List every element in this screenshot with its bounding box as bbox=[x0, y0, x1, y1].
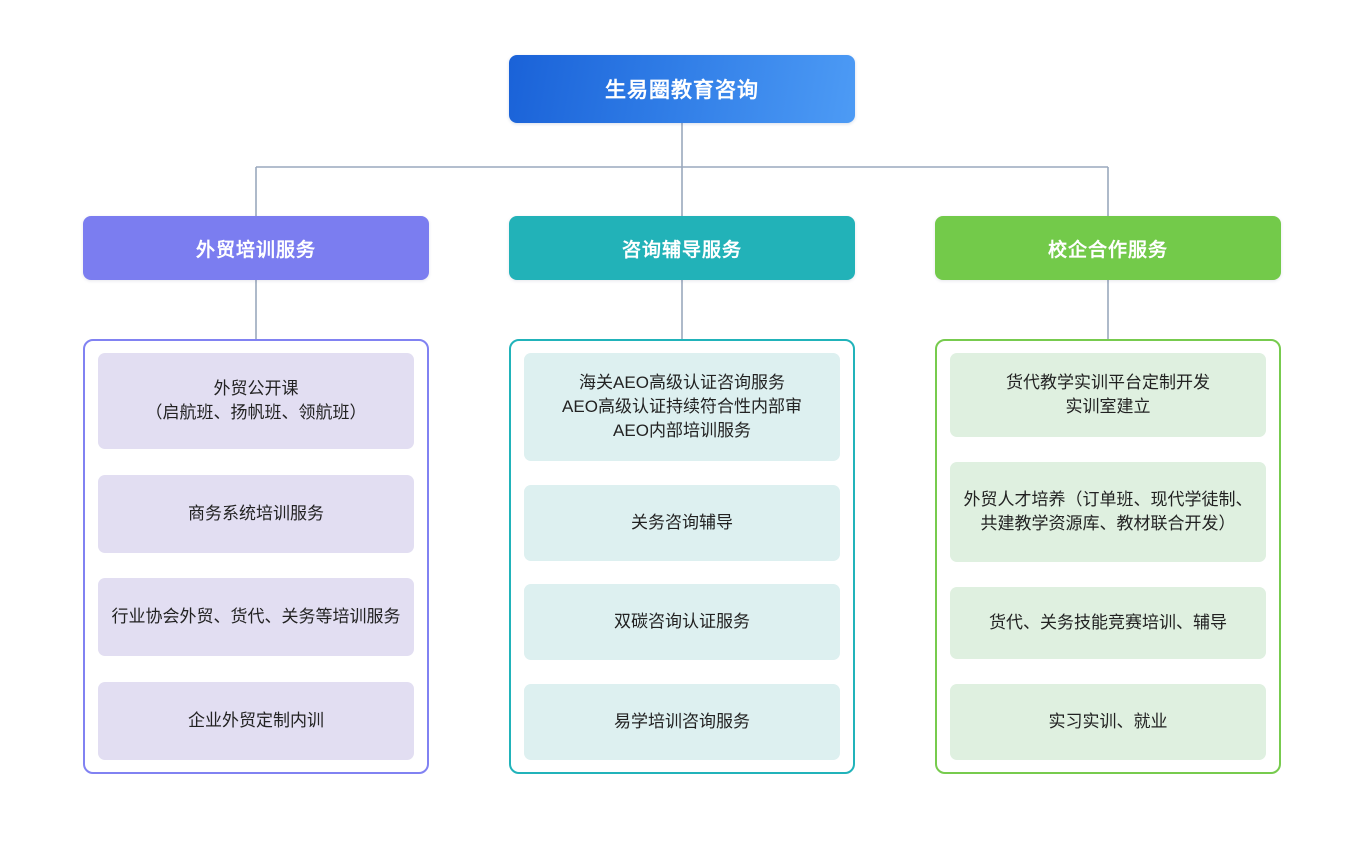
leaf-card[interactable]: 易学培训咨询服务 bbox=[524, 683, 840, 760]
leaf-card[interactable]: 海关AEO高级认证咨询服务 AEO高级认证持续符合性内部审 AEO内部培训服务 bbox=[524, 353, 840, 461]
leaf-card[interactable]: 行业协会外贸、货代、关务等培训服务 bbox=[98, 578, 414, 657]
branch-header-label: 咨询辅导服务 bbox=[621, 239, 742, 261]
branch-body-xiaoqi-hezuo: 货代教学实训平台定制开发 实训室建立 外贸人才培养（订单班、现代学徒制、共建教学… bbox=[935, 339, 1281, 774]
branch-column-waimao-peixun: 外贸培训服务 外贸公开课 （启航班、扬帆班、领航班） 商务系统培训服务 行业协会… bbox=[83, 0, 429, 844]
leaf-card[interactable]: 货代、关务技能竞赛培训、辅导 bbox=[950, 587, 1266, 659]
leaf-card[interactable]: 双碳咨询认证服务 bbox=[524, 584, 840, 661]
root-node[interactable]: 生易圈教育咨询 bbox=[509, 55, 855, 123]
branch-header-xiaoqi-hezuo[interactable]: 校企合作服务 bbox=[935, 216, 1281, 280]
branch-header-label: 校企合作服务 bbox=[1047, 239, 1168, 261]
leaf-card[interactable]: 关务咨询辅导 bbox=[524, 484, 840, 561]
leaf-card[interactable]: 货代教学实训平台定制开发 实训室建立 bbox=[950, 353, 1266, 437]
leaf-card[interactable]: 企业外贸定制内训 bbox=[98, 681, 414, 760]
branch-body-zixun-fudao: 海关AEO高级认证咨询服务 AEO高级认证持续符合性内部审 AEO内部培训服务 … bbox=[509, 339, 855, 774]
branch-header-zixun-fudao[interactable]: 咨询辅导服务 bbox=[509, 216, 855, 280]
branch-body-waimao-peixun: 外贸公开课 （启航班、扬帆班、领航班） 商务系统培训服务 行业协会外贸、货代、关… bbox=[83, 339, 429, 774]
leaf-card[interactable]: 实习实训、就业 bbox=[950, 684, 1266, 760]
leaf-card[interactable]: 商务系统培训服务 bbox=[98, 474, 414, 553]
leaf-card[interactable]: 外贸公开课 （启航班、扬帆班、领航班） bbox=[98, 353, 414, 449]
branch-column-zixun-fudao: 咨询辅导服务 海关AEO高级认证咨询服务 AEO高级认证持续符合性内部审 AEO… bbox=[509, 0, 855, 844]
root-node-label: 生易圈教育咨询 bbox=[605, 79, 759, 102]
branch-column-xiaoqi-hezuo: 校企合作服务 货代教学实训平台定制开发 实训室建立 外贸人才培养（订单班、现代学… bbox=[935, 0, 1281, 844]
branch-header-waimao-peixun[interactable]: 外贸培训服务 bbox=[83, 216, 429, 280]
leaf-card[interactable]: 外贸人才培养（订单班、现代学徒制、共建教学资源库、教材联合开发） bbox=[950, 462, 1266, 562]
branch-header-label: 外贸培训服务 bbox=[195, 239, 316, 261]
